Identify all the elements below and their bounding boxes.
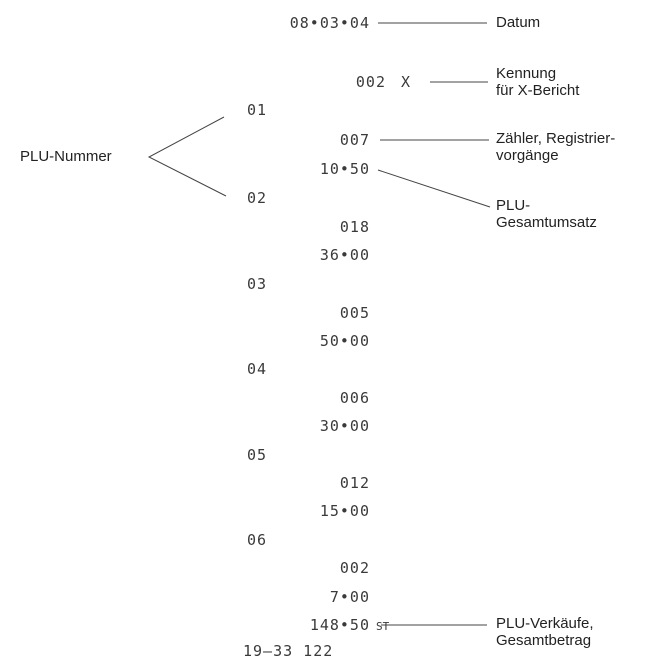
receipt-footer: 19–33 122: [243, 642, 334, 660]
total-mark: ST: [376, 620, 390, 633]
plu-number: 06: [247, 531, 268, 549]
plu-count: 007: [339, 131, 370, 149]
plu-amount: 10•50: [319, 160, 370, 178]
receipt-date: 08•03•04: [289, 14, 370, 32]
label-plu-nummer: PLU-Nummer: [20, 148, 112, 165]
label-kennung: Kennung für X-Bericht: [496, 65, 580, 99]
plu-count: 012: [339, 474, 370, 492]
plu-amount: 50•00: [319, 332, 370, 350]
plu-amount: 36•00: [319, 246, 370, 264]
plu-amount: 15•00: [319, 502, 370, 520]
amount-leader-line: [377, 169, 491, 208]
plu-number: 01: [247, 101, 268, 119]
report-mark: X: [401, 73, 412, 91]
plu-number: 04: [247, 360, 268, 378]
plu-amount: 7•00: [329, 588, 370, 606]
label-datum: Datum: [496, 14, 541, 31]
plu-count: 005: [339, 304, 370, 322]
report-id: 002: [355, 73, 386, 91]
plu-count: 018: [339, 218, 370, 236]
plu-number-bracket: [147, 116, 227, 197]
plu-number: 03: [247, 275, 268, 293]
label-plu-umsatz: PLU- Gesamtumsatz: [496, 197, 597, 231]
plu-number: 02: [247, 189, 268, 207]
total-amount: 148•50: [309, 616, 370, 634]
plu-count: 002: [339, 559, 370, 577]
plu-count: 006: [339, 389, 370, 407]
label-zaehler: Zähler, Registrier- vorgänge: [496, 130, 616, 164]
plu-amount: 30•00: [319, 417, 370, 435]
label-plu-verkaeufe: PLU-Verkäufe, Gesamtbetrag: [496, 615, 594, 649]
plu-number: 05: [247, 446, 268, 464]
